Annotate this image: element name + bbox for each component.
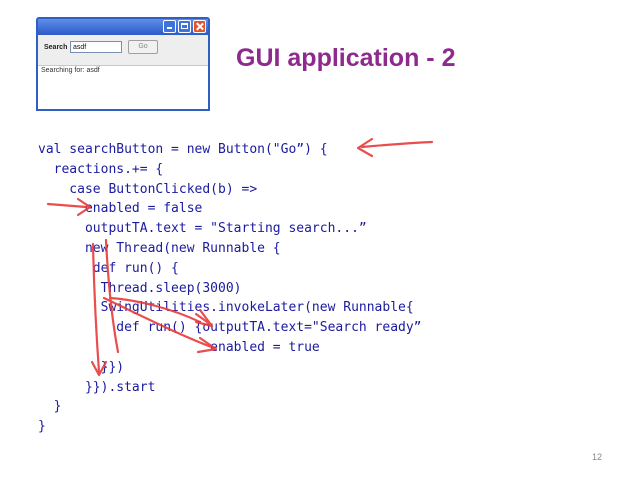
code-line: Thread.sleep(3000) [38,280,242,296]
code-line: def run() { [38,260,179,276]
code-line: new Thread(new Runnable { [38,240,281,256]
maximize-icon[interactable] [178,20,191,33]
code-line: enabled = false [38,201,203,217]
search-label: Search [44,44,68,51]
code-line: } [38,419,46,435]
window-titlebar[interactable] [38,19,208,35]
app-window: Search asdf Go Searching for: asdf [36,17,210,111]
code-line: enabled = true [38,339,320,355]
code-line: } [38,399,62,415]
code-line: case ButtonClicked(b) => [38,181,258,197]
code-line: val searchButton = new Button("Go”) { [38,142,328,157]
search-panel: Search asdf Go [38,35,208,66]
go-button[interactable]: Go [128,40,158,54]
window-controls [163,20,206,33]
code-line: def run() {outputTA.text="Search ready” [38,320,422,336]
minimize-icon[interactable] [163,20,176,33]
search-input[interactable]: asdf [70,41,122,53]
code-line: }}).start [38,379,156,395]
code-line: }}) [38,359,125,375]
code-line: reactions.+= { [38,161,164,177]
code-block: val searchButton = new Button("Go”) { re… [38,140,422,437]
status-text: Searching for: asdf [41,67,100,74]
code-line: outputTA.text = "Starting search...” [38,221,367,237]
close-icon[interactable] [193,20,206,33]
slide-title: GUI application - 2 [236,44,456,72]
code-line: SwingUtilities.invokeLater(new Runnable{ [38,300,414,316]
page-number: 12 [592,452,603,462]
